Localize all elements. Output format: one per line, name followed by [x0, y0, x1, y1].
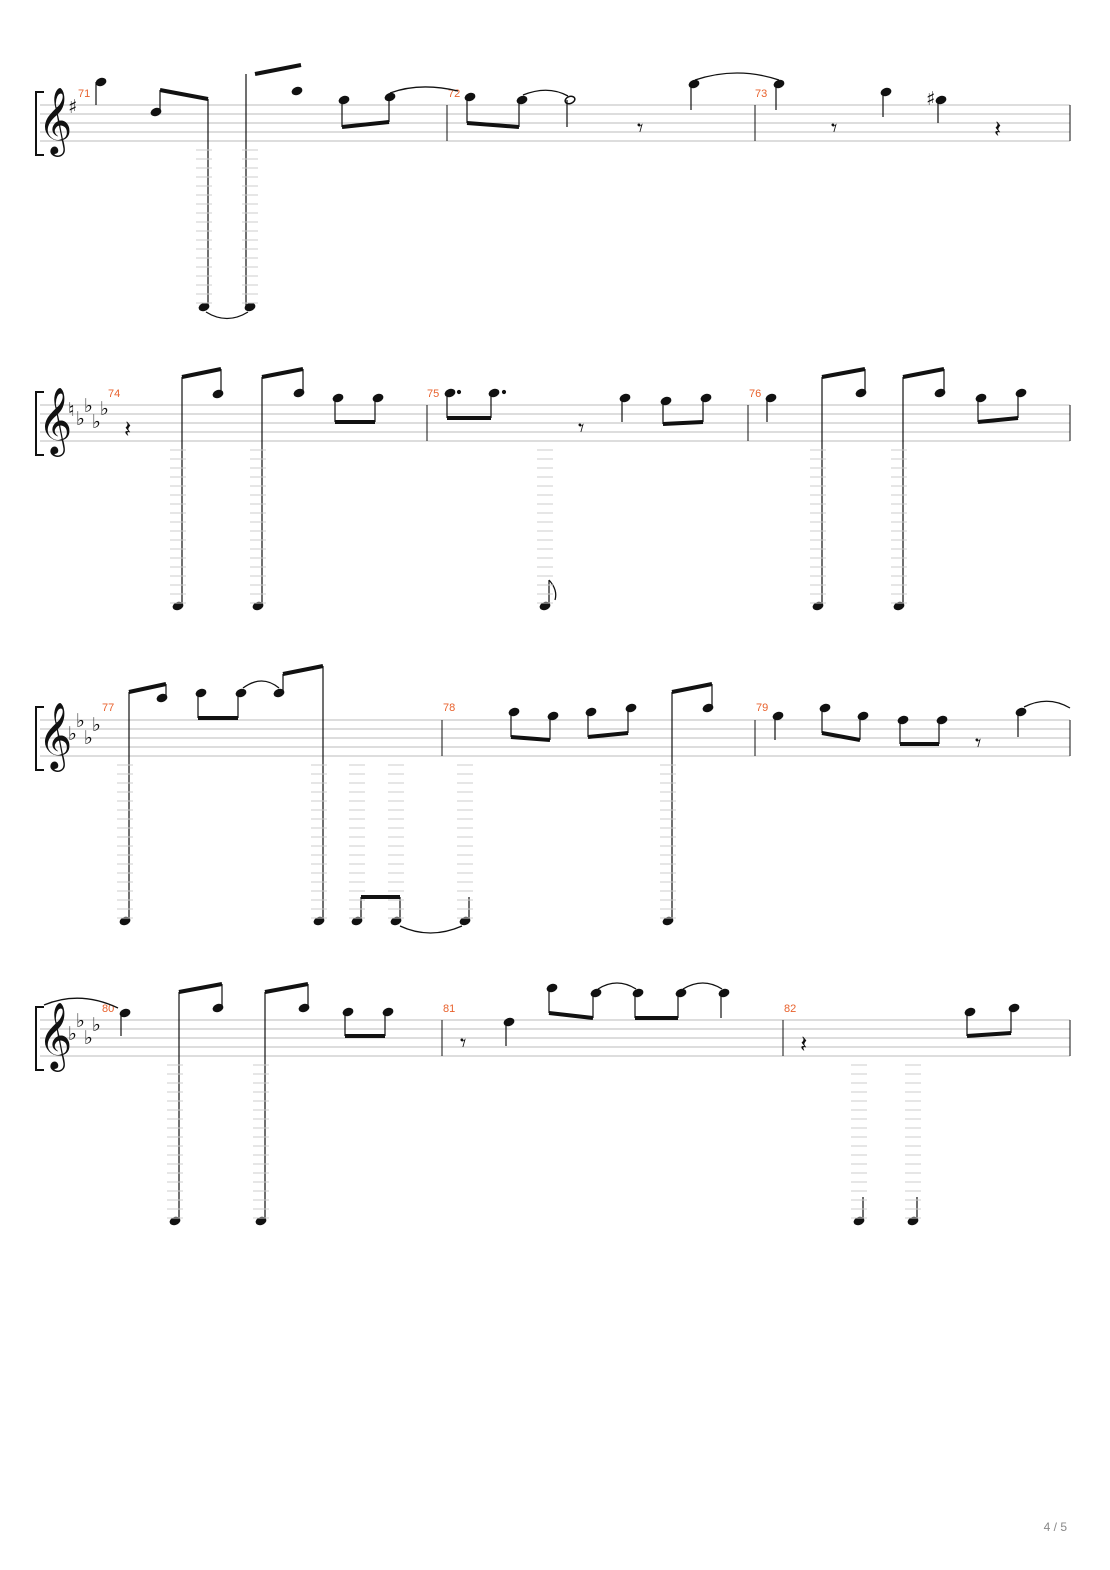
notehead	[773, 79, 785, 89]
key-accidental: ♭	[92, 411, 101, 433]
ties	[205, 72, 780, 320]
notehead	[291, 86, 303, 96]
measure-number: 77	[102, 702, 114, 714]
notehead	[688, 79, 700, 89]
notes	[119, 982, 1020, 1226]
beam	[159, 88, 209, 101]
notehead	[935, 95, 947, 105]
key-accidental: ♮	[68, 399, 75, 421]
measure-number: 79	[756, 702, 768, 714]
staff-lines	[40, 404, 1070, 442]
notes	[119, 664, 1027, 926]
notes	[172, 367, 1027, 611]
staff-lines	[40, 1019, 1070, 1057]
treble-clef-icon: 𝄞	[38, 386, 72, 457]
key-accidental: ♯	[68, 96, 77, 118]
sharp-accidental: ♯	[926, 88, 935, 110]
rest: 𝄾	[637, 114, 643, 142]
rest: 𝄾	[831, 114, 837, 142]
measure-number: 74	[108, 388, 120, 400]
notehead	[880, 87, 892, 97]
key-accidental: ♭	[84, 727, 93, 749]
system-bracket	[35, 1006, 44, 1071]
ties	[43, 982, 723, 1009]
measure-number: 73	[755, 88, 767, 100]
rest: 𝄽	[800, 1030, 807, 1058]
rest: 𝄾	[460, 1029, 466, 1057]
beam	[341, 120, 390, 129]
treble-clef-icon: 𝄞	[38, 1001, 72, 1072]
notehead	[150, 107, 162, 117]
ties	[242, 680, 1071, 934]
key-accidental: ♭	[92, 1014, 101, 1036]
key-accidental: ♭	[76, 1010, 85, 1032]
measure-number: 82	[784, 1003, 796, 1015]
key-accidental: ♭	[76, 710, 85, 732]
treble-clef-icon: 𝄞	[38, 86, 72, 157]
key-accidental: ♭	[84, 1027, 93, 1049]
key-accidental: ♭	[84, 395, 93, 417]
measure-number: 80	[102, 1003, 114, 1015]
system-bracket	[35, 706, 44, 771]
rest: 𝄾	[578, 414, 584, 442]
page-number: 4 / 5	[1043, 1520, 1067, 1534]
treble-clef-icon: 𝄞	[38, 701, 72, 772]
beam	[466, 121, 520, 129]
notehead	[564, 95, 576, 105]
notehead	[244, 302, 256, 312]
measure-number: 75	[427, 388, 439, 400]
notehead	[198, 302, 210, 312]
key-accidental: ♭	[92, 714, 101, 736]
system-bracket	[35, 91, 44, 156]
ledger-lines	[117, 149, 921, 1219]
staff-lines	[40, 104, 1070, 142]
staff-lines	[40, 719, 1070, 757]
system-2: 𝄞 ♮ ♭ ♭ ♭ ♭ 74 75 76 𝄽 𝄾	[35, 367, 1071, 611]
notehead	[464, 92, 476, 102]
rest: 𝄽	[994, 115, 1001, 143]
key-accidental: ♭	[68, 723, 77, 745]
beam	[254, 63, 302, 76]
rest: 𝄾	[975, 729, 981, 757]
key-accidental: ♭	[76, 408, 85, 430]
system-1: 𝄞 ♯ 71 72 73	[35, 63, 1071, 320]
key-accidental: ♭	[68, 1023, 77, 1045]
measure-number: 71	[78, 88, 90, 100]
notehead	[516, 95, 528, 105]
measure-number: 76	[749, 388, 761, 400]
rest: 𝄽	[124, 415, 131, 443]
system-4: 𝄞 ♭ ♭ ♭ ♭ 80 81 82 𝄾 𝄽	[35, 982, 1071, 1226]
notes	[95, 63, 947, 312]
notehead	[338, 95, 350, 105]
notehead	[384, 92, 396, 102]
system-bracket	[35, 391, 44, 456]
measure-number: 78	[443, 702, 455, 714]
measure-number: 81	[443, 1003, 455, 1015]
key-accidental: ♭	[100, 398, 109, 420]
notehead	[95, 77, 107, 87]
system-3: 𝄞 ♭ ♭ ♭ ♭ 77 78 79 𝄾	[35, 664, 1071, 934]
